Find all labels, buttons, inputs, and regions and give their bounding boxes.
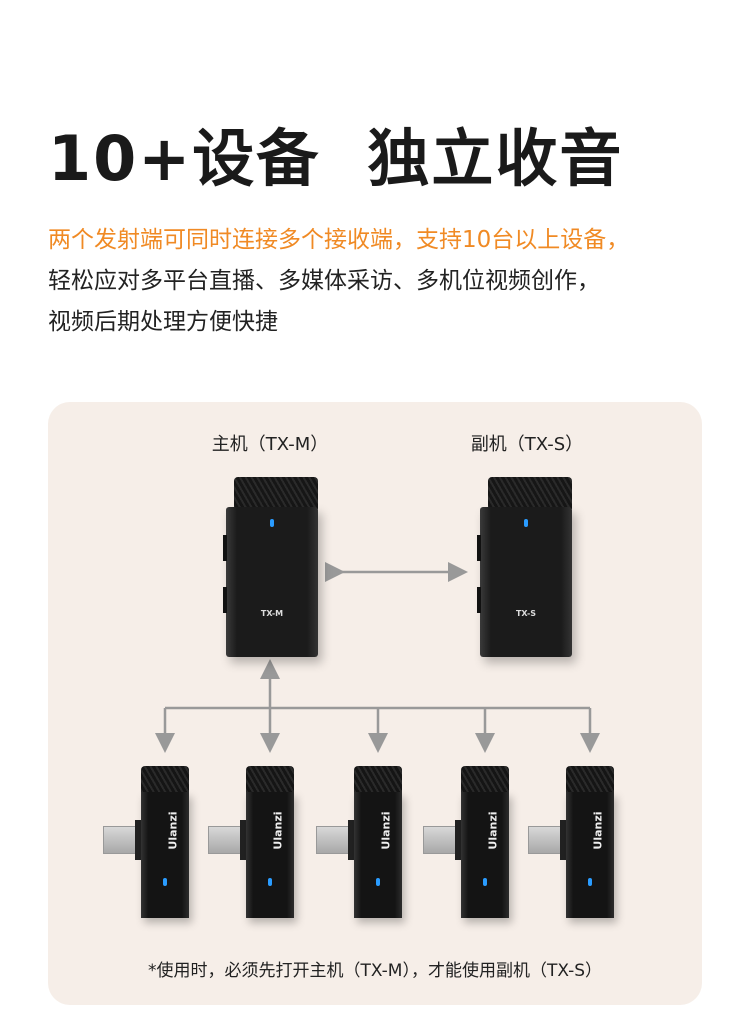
- usb-c-connector: [423, 826, 459, 854]
- receiver-body: [566, 792, 614, 918]
- side-button: [223, 535, 227, 561]
- rx-receiver-device: Ulanzi: [103, 766, 189, 918]
- brand-label: Ulanzi: [591, 811, 605, 850]
- brand-label: Ulanzi: [166, 811, 180, 850]
- usb-c-connector: [208, 826, 244, 854]
- rx-receiver-device: Ulanzi: [316, 766, 402, 918]
- mic-grille: [461, 766, 509, 792]
- brand-label: Ulanzi: [486, 811, 500, 850]
- brand-label: Ulanzi: [379, 811, 393, 850]
- mic-grille: [354, 766, 402, 792]
- tx-s-device: TX-S: [477, 477, 572, 657]
- side-button: [477, 587, 481, 613]
- connector-collar: [455, 820, 461, 860]
- led-indicator: [268, 878, 272, 886]
- mic-grille: [488, 477, 572, 509]
- connector-collar: [348, 820, 354, 860]
- slave-label: 副机（TX-S）: [470, 434, 584, 455]
- receiver-body: [246, 792, 294, 918]
- mic-grille: [566, 766, 614, 792]
- usb-c-connector: [528, 826, 564, 854]
- brand-label: Ulanzi: [271, 811, 285, 850]
- mic-grille: [141, 766, 189, 792]
- rx-receiver-device: Ulanzi: [423, 766, 509, 918]
- usb-c-connector: [103, 826, 139, 854]
- tx-m-device: TX-M: [223, 477, 318, 657]
- description-line: 轻松应对多平台直播、多媒体采访、多机位视频创作，: [48, 268, 600, 294]
- device-label: TX-M: [260, 609, 284, 618]
- mic-grille: [234, 477, 318, 509]
- led-indicator: [270, 519, 274, 527]
- connector-collar: [560, 820, 566, 860]
- led-indicator: [163, 878, 167, 886]
- page-title: 10+设备 独立收音: [48, 122, 624, 195]
- led-indicator: [483, 878, 487, 886]
- led-indicator: [376, 878, 380, 886]
- side-button: [223, 587, 227, 613]
- rx-receiver-device: Ulanzi: [208, 766, 294, 918]
- footnote: *使用时，必须先打开主机（TX-M），才能使用副机（TX-S）: [147, 961, 603, 981]
- connector-collar: [240, 820, 246, 860]
- connector-collar: [135, 820, 141, 860]
- rx-receiver-device: Ulanzi: [528, 766, 614, 918]
- receiver-body: [354, 792, 402, 918]
- usb-c-connector: [316, 826, 352, 854]
- description-line: 视频后期处理方便快捷: [48, 309, 278, 335]
- master-label: 主机（TX-M）: [211, 434, 329, 455]
- led-indicator: [588, 878, 592, 886]
- receiver-body: [461, 792, 509, 918]
- description-highlight: 两个发射端可同时连接多个接收端，支持10台以上设备，: [48, 227, 630, 253]
- side-button: [477, 535, 481, 561]
- led-indicator: [524, 519, 528, 527]
- mic-grille: [246, 766, 294, 792]
- device-label: TX-S: [515, 609, 537, 618]
- receiver-body: [141, 792, 189, 918]
